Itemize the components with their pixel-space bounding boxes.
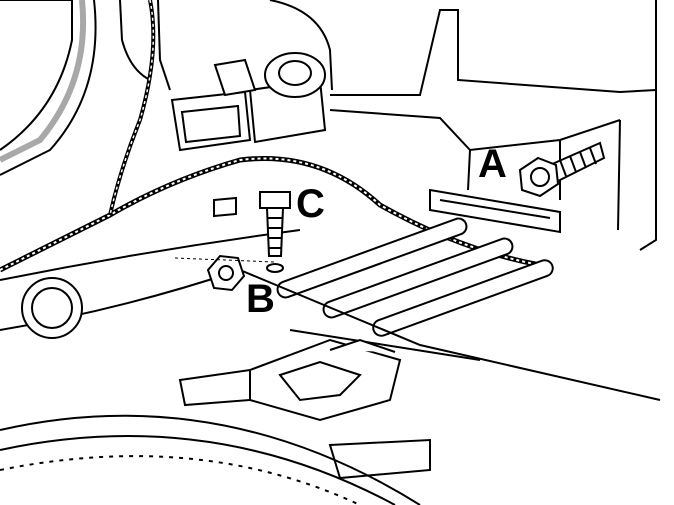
callout-a: A bbox=[478, 142, 507, 186]
seatbelt-retractor bbox=[170, 52, 327, 152]
rear-wall bbox=[157, 0, 657, 251]
jack-bracket bbox=[178, 338, 431, 480]
dowel-stud bbox=[213, 196, 237, 218]
bolt-c bbox=[259, 191, 291, 273]
spare-wheel bbox=[0, 414, 421, 505]
nut-b bbox=[174, 254, 276, 292]
pillar-shade bbox=[0, 0, 87, 163]
bolt-a bbox=[518, 141, 606, 198]
callout-b: B bbox=[246, 277, 275, 321]
round-fitting bbox=[21, 277, 83, 339]
floor-panel bbox=[0, 188, 661, 401]
pillar-trim bbox=[0, 0, 151, 176]
callout-c: C bbox=[296, 182, 325, 226]
floor-ribs bbox=[276, 217, 554, 337]
